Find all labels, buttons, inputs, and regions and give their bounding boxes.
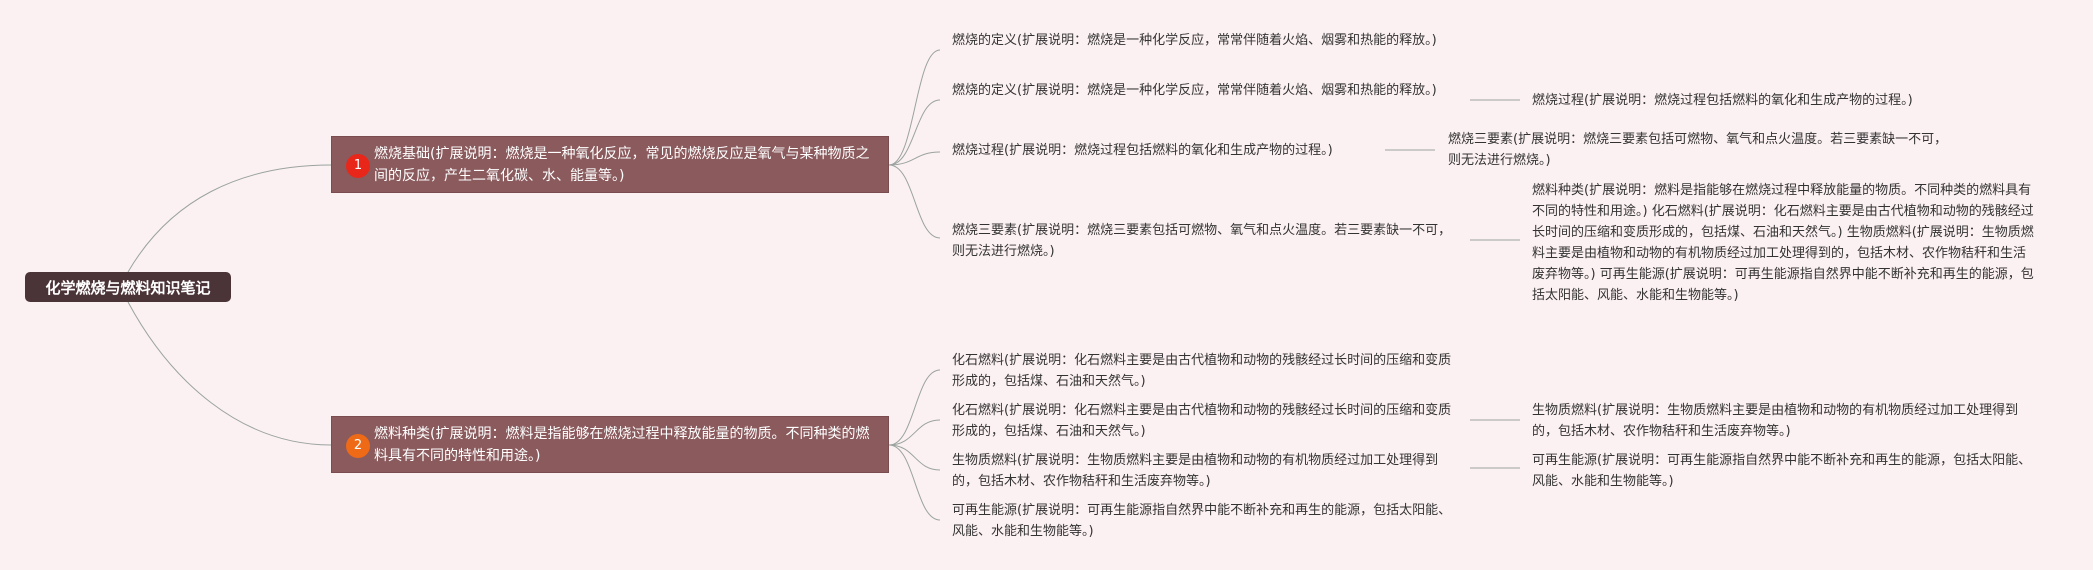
branch1-child2-link[interactable]: 燃烧过程(扩展说明：燃烧过程包括燃料的氧化和生成产物的过程。) [1532, 93, 1913, 108]
link-b2-c3 [888, 444, 941, 471]
number-badge: 2 [346, 434, 370, 458]
branch1-child-4[interactable]: 燃烧三要素(扩展说明：燃烧三要素包括可燃物、氧气和点火温度。若三要素缺一不可，则… [952, 223, 1452, 259]
link-b2-c1 [888, 369, 941, 446]
link-b2-c2 [888, 419, 941, 446]
link-root-branch2 [127, 301, 332, 446]
link-b1-c1 [888, 49, 941, 166]
link-b1-c4 [888, 164, 941, 239]
link-b1-c3 [888, 151, 941, 166]
link-b1-c2 [888, 99, 941, 166]
branch2-child2-link[interactable]: 生物质燃料(扩展说明：生物质燃料主要是由植物和动物的有机物质经过加工处理得到的，… [1532, 403, 2019, 439]
branch1-child-2[interactable]: 燃烧的定义(扩展说明：燃烧是一种化学反应，常常伴随着火焰、烟雾和热能的释放。) [952, 83, 1437, 98]
link-root-branch1 [127, 164, 332, 273]
branch-label: 燃料种类(扩展说明：燃料是指能够在燃烧过程中释放能量的物质。不同种类的燃料具有不… [374, 426, 870, 464]
branch-label: 燃烧基础(扩展说明：燃烧是一种氧化反应，常见的燃烧反应是氧气与某种物质之间的反应… [374, 146, 870, 184]
branch-node-2[interactable]: 2 燃料种类(扩展说明：燃料是指能够在燃烧过程中释放能量的物质。不同种类的燃料具… [331, 416, 889, 473]
branch1-child3-link[interactable]: 燃烧三要素(扩展说明：燃烧三要素包括可燃物、氧气和点火温度。若三要素缺一不可，则… [1448, 132, 1948, 168]
branch2-child3-link[interactable]: 可再生能源(扩展说明：可再生能源指自然界中能不断补充和再生的能源，包括太阳能、风… [1532, 453, 2032, 489]
branch1-child-1[interactable]: 燃烧的定义(扩展说明：燃烧是一种化学反应，常常伴随着火焰、烟雾和热能的释放。) [952, 33, 1437, 48]
branch2-child-1[interactable]: 化石燃料(扩展说明：化石燃料主要是由古代植物和动物的残骸经过长时间的压缩和变质形… [952, 353, 1452, 389]
branch2-child-3[interactable]: 生物质燃料(扩展说明：生物质燃料主要是由植物和动物的有机物质经过加工处理得到的，… [952, 453, 1439, 489]
root-node[interactable]: 化学燃烧与燃料知识笔记 [25, 272, 231, 302]
branch1-child-3[interactable]: 燃烧过程(扩展说明：燃烧过程包括燃料的氧化和生成产物的过程。) [952, 143, 1333, 158]
branch2-child-4[interactable]: 可再生能源(扩展说明：可再生能源指自然界中能不断补充和再生的能源，包括太阳能、风… [952, 503, 1452, 539]
number-badge: 1 [346, 154, 370, 178]
branch-node-1[interactable]: 1 燃烧基础(扩展说明：燃烧是一种氧化反应，常见的燃烧反应是氧气与某种物质之间的… [331, 136, 889, 193]
branch2-child-2[interactable]: 化石燃料(扩展说明：化石燃料主要是由古代植物和动物的残骸经过长时间的压缩和变质形… [952, 403, 1452, 439]
link-b2-c4 [888, 444, 941, 521]
branch1-child4-link[interactable]: 燃料种类(扩展说明：燃料是指能够在燃烧过程中释放能量的物质。不同种类的燃料具有不… [1532, 183, 2034, 303]
root-label: 化学燃烧与燃料知识笔记 [45, 278, 211, 297]
